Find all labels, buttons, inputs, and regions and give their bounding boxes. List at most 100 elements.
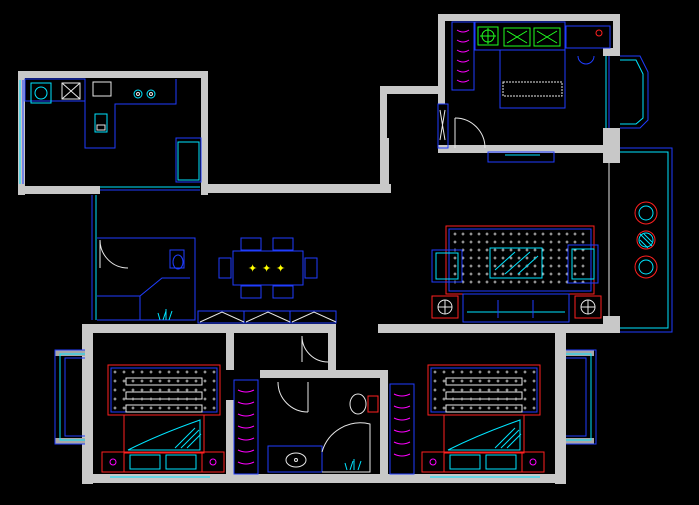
rug-cross <box>514 406 518 410</box>
rug-cross <box>523 397 527 401</box>
chair-icon <box>272 237 294 251</box>
rug-cross <box>549 280 553 284</box>
fridge-body <box>177 141 200 181</box>
washing-machine-icon <box>30 82 52 104</box>
rug-cross <box>565 240 569 244</box>
rug-cross <box>581 256 585 260</box>
rug-cross <box>194 388 198 392</box>
rug-cross <box>533 248 537 252</box>
blanket-hatch <box>174 427 202 449</box>
rug-cross <box>460 370 464 374</box>
rug-cross <box>185 379 189 383</box>
pillow-pattern <box>506 30 558 44</box>
sideboard <box>197 310 337 324</box>
rug-cross <box>517 280 521 284</box>
window-sill <box>566 438 594 444</box>
rug-cross <box>212 379 216 383</box>
rug-cross <box>477 264 481 268</box>
rug-cross <box>453 240 457 244</box>
rug-cross <box>533 264 537 268</box>
rug-pattern <box>433 370 536 410</box>
rug-cross <box>485 240 489 244</box>
cushion <box>165 454 197 470</box>
rug-cross <box>505 379 509 383</box>
lamp-icon <box>209 458 217 466</box>
rug-cross <box>176 406 180 410</box>
washing-machine-drum <box>34 86 48 100</box>
nightstand-lamp-icon <box>477 26 499 46</box>
rug-cross <box>485 256 489 260</box>
wall <box>380 86 387 138</box>
pillow-icon <box>503 27 531 47</box>
toilet-icon <box>349 393 367 415</box>
rug-cross <box>485 280 489 284</box>
rug-cross <box>122 388 126 392</box>
rug-cross <box>149 406 153 410</box>
rug-cross <box>509 248 513 252</box>
rug-cross <box>493 256 497 260</box>
master-bedroom <box>437 21 611 163</box>
rug-cross <box>517 256 521 260</box>
lamp-icon <box>109 458 117 466</box>
wall <box>201 184 391 193</box>
toilet <box>267 335 379 473</box>
rug-cross <box>485 232 489 236</box>
seat <box>638 259 654 275</box>
vanity <box>267 445 323 473</box>
bed <box>443 414 525 454</box>
rug-cross <box>113 379 117 383</box>
cushion <box>485 454 517 470</box>
rug-cross <box>533 240 537 244</box>
rug-cross <box>131 370 135 374</box>
rug-cross <box>212 370 216 374</box>
rug-cross <box>167 370 171 374</box>
rug-cross <box>532 388 536 392</box>
wardrobe-hangers <box>237 389 255 465</box>
rug-cross <box>122 406 126 410</box>
rug-cross <box>487 379 491 383</box>
rug-cross <box>212 397 216 401</box>
bay-window <box>620 59 644 125</box>
rug-cross <box>442 406 446 410</box>
glass-reflection <box>494 251 539 275</box>
rug-cross <box>203 388 207 392</box>
rug-cross <box>487 370 491 374</box>
window-sill <box>566 350 594 356</box>
rug-cross <box>501 256 505 260</box>
rug-cross <box>573 264 577 268</box>
wall <box>378 324 620 333</box>
rug-cross <box>451 379 455 383</box>
rug-cross <box>451 406 455 410</box>
toilet-icon <box>169 249 185 269</box>
rug-cross <box>517 264 521 268</box>
pillow <box>445 377 523 386</box>
bay-window <box>54 349 85 445</box>
balcony <box>620 147 673 333</box>
rug-cross <box>493 248 497 252</box>
rug-cross <box>533 272 537 276</box>
seat <box>638 205 654 221</box>
rug-cross <box>453 264 457 268</box>
rug-cross <box>442 370 446 374</box>
rug-cross <box>469 240 473 244</box>
wall <box>201 71 208 195</box>
rug-cross <box>469 379 473 383</box>
toilet-bowl <box>172 254 184 270</box>
wall <box>380 138 389 193</box>
counter-appliance <box>92 81 112 97</box>
wardrobe-hangers <box>393 393 411 457</box>
bay-window <box>566 353 592 441</box>
rug-cross <box>525 232 529 236</box>
wall <box>82 474 566 483</box>
rug-cross <box>525 280 529 284</box>
wall <box>613 14 620 54</box>
rug-cross <box>557 232 561 236</box>
rug-cross <box>493 264 497 268</box>
rug-cross <box>532 406 536 410</box>
rug-cross <box>581 232 585 236</box>
rug-cross <box>477 232 481 236</box>
rug-cross <box>523 379 527 383</box>
table-hatch <box>639 233 653 249</box>
rug-cross <box>194 406 198 410</box>
pillow <box>125 404 203 413</box>
